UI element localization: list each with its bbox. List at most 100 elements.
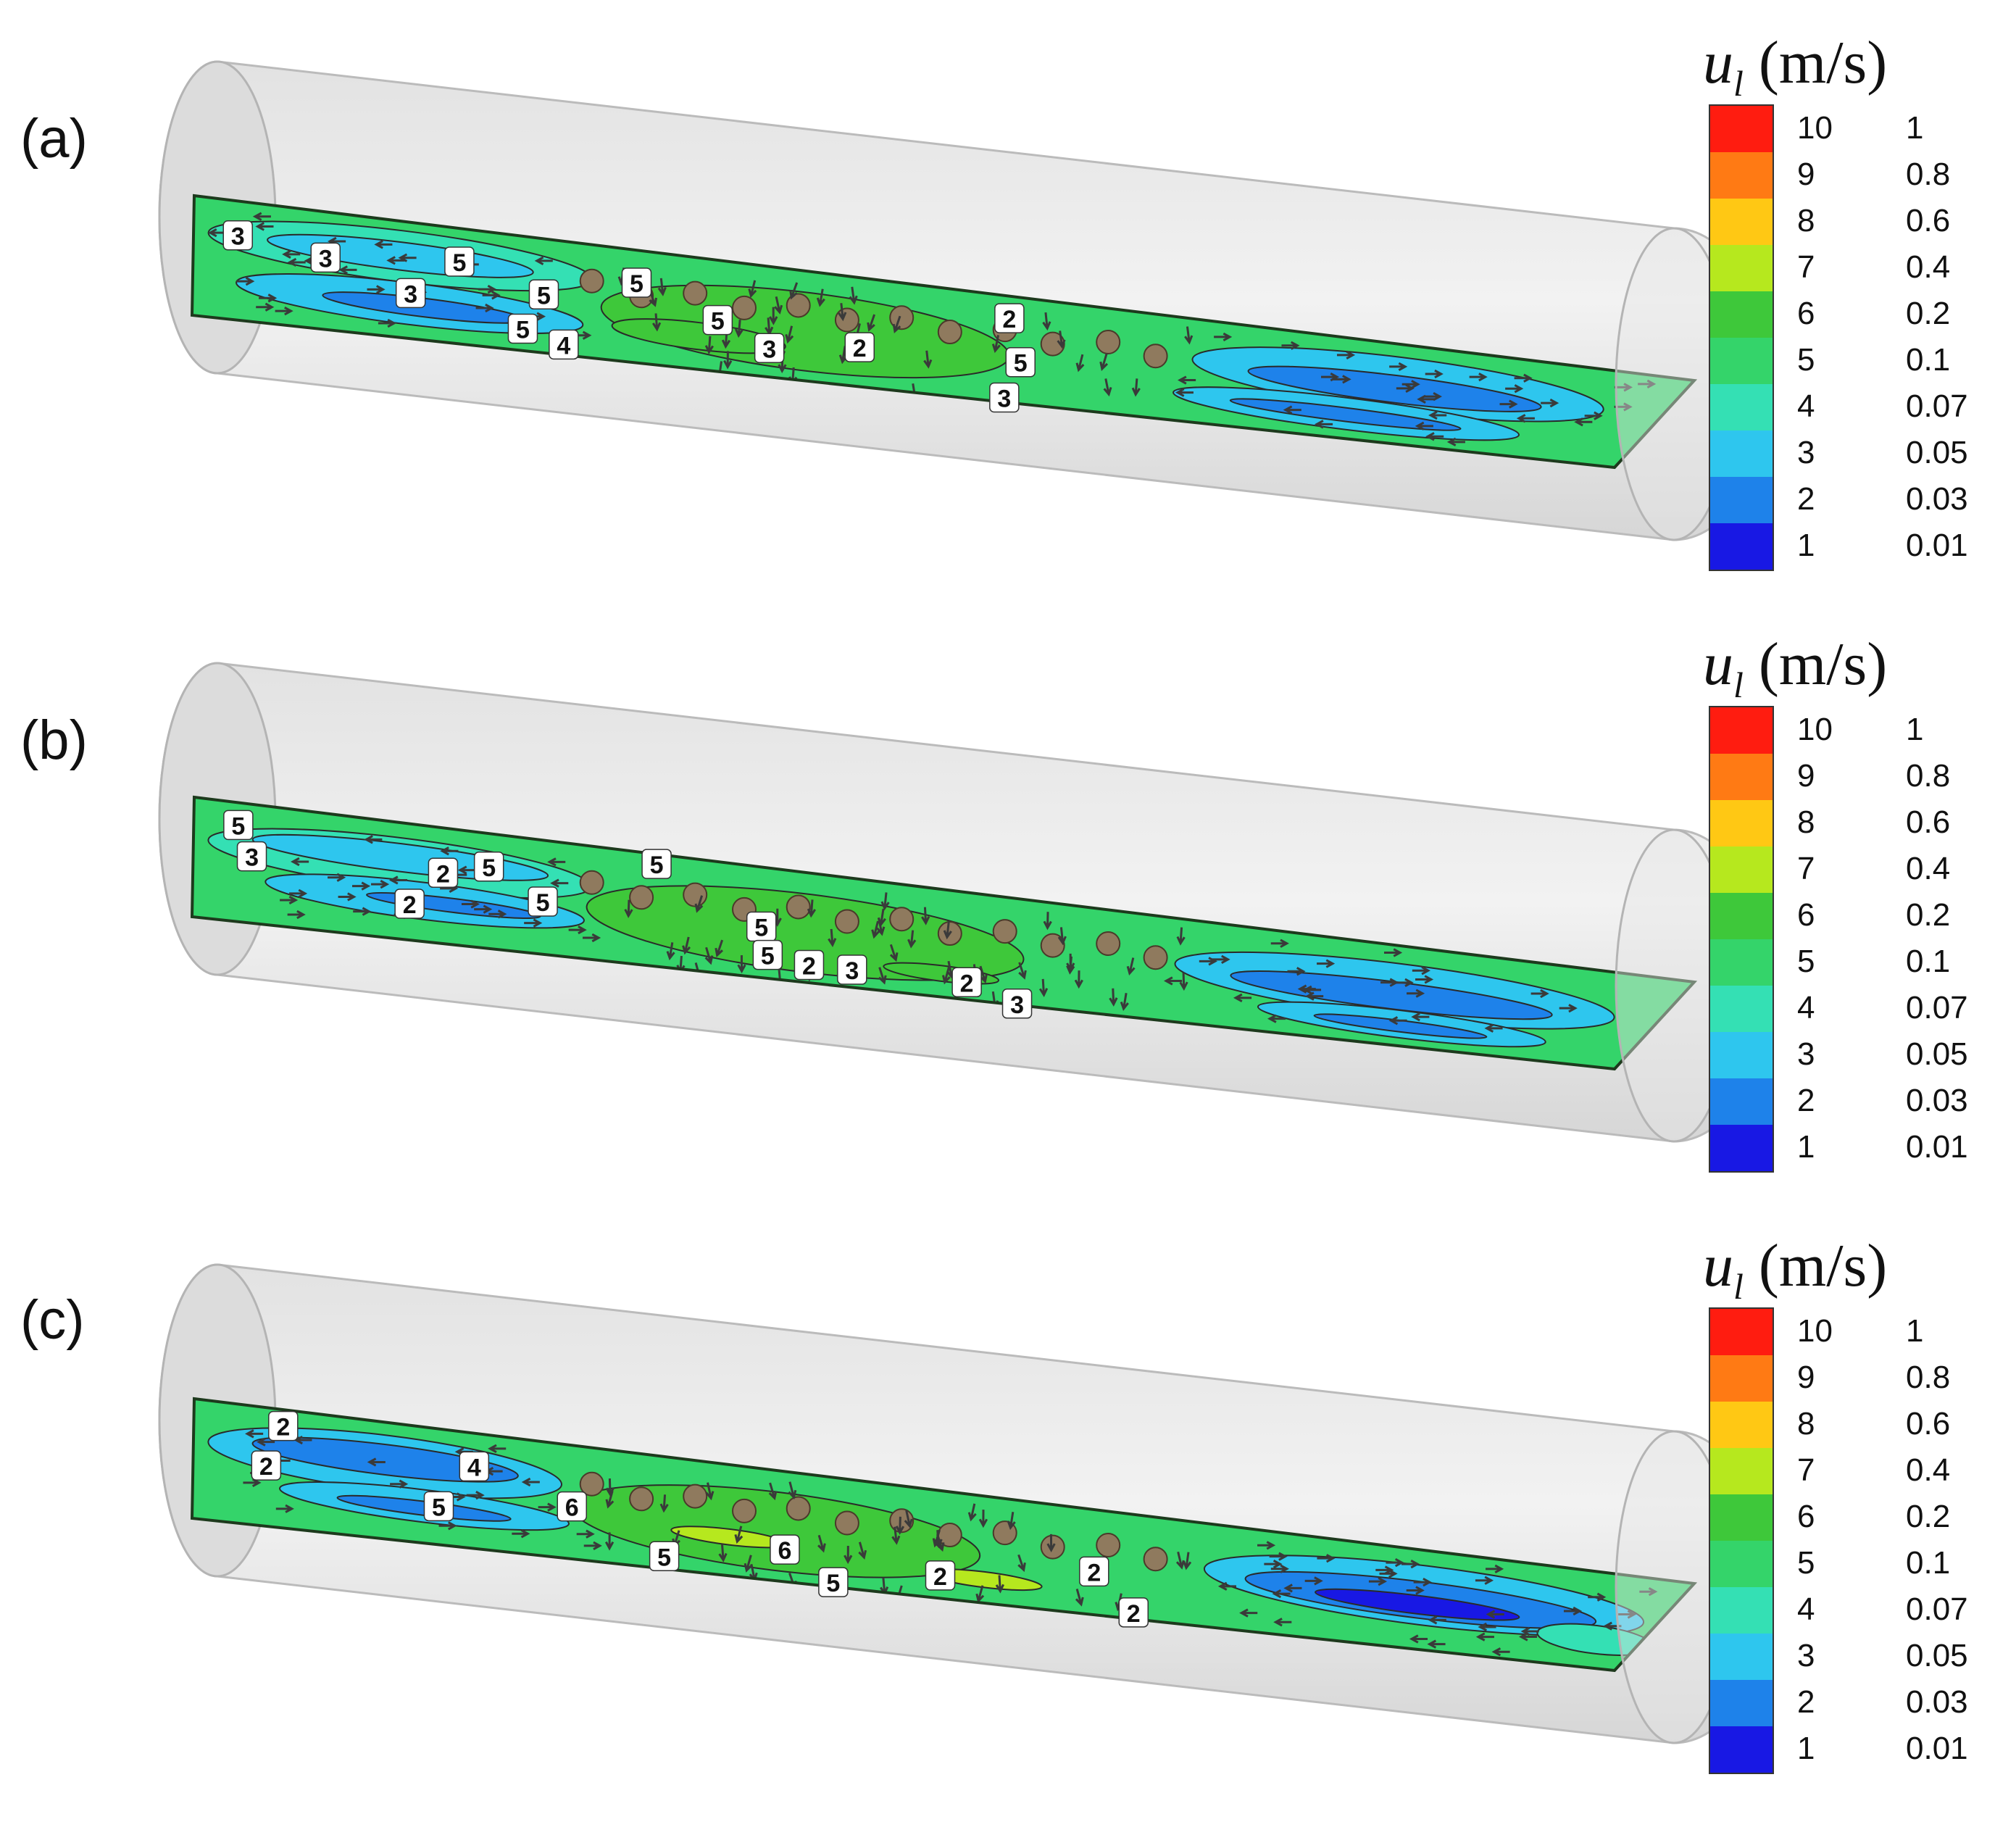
colorbar-swatch xyxy=(1710,1309,1773,1355)
contour-label: 5 xyxy=(482,854,496,882)
colorbar-swatch xyxy=(1710,477,1773,523)
colorbar-title: ul (m/s) xyxy=(1703,1231,1887,1307)
contour-label-box xyxy=(528,279,559,310)
particle-cluster xyxy=(1143,945,1168,970)
colorbar-value-label: 0.2 xyxy=(1906,1499,1951,1534)
contour-label-box xyxy=(251,1450,282,1481)
colorbar-swatch xyxy=(1710,245,1773,291)
velocity-arrow xyxy=(1178,375,1196,385)
particle-cluster xyxy=(786,1496,811,1521)
contour-label: 2 xyxy=(960,970,974,997)
velocity-arrow xyxy=(1411,1012,1430,1022)
colorbar-swatch xyxy=(1710,199,1773,245)
plate-outline xyxy=(190,194,1698,470)
velocity-arrow xyxy=(538,1502,557,1512)
velocity-arrow xyxy=(849,286,858,305)
velocity-arrow xyxy=(682,936,691,955)
velocity-arrow xyxy=(858,1541,867,1560)
colorbar-subscript: l xyxy=(1733,63,1744,104)
colorbar-swatch xyxy=(1710,754,1773,800)
contour-label-box xyxy=(1118,1597,1149,1628)
velocity-arrow xyxy=(828,928,837,947)
particle-cluster xyxy=(1096,329,1121,354)
velocity-arrow xyxy=(1212,954,1230,965)
velocity-arrow xyxy=(941,966,951,985)
contour-label: 5 xyxy=(1014,350,1028,378)
colorbar-level-label: 7 xyxy=(1797,851,1815,886)
plate-outline xyxy=(190,795,1698,1071)
colorbar-unit: (m/s) xyxy=(1758,631,1888,698)
contour-label-box xyxy=(1079,1556,1109,1587)
velocity-arrow xyxy=(1415,975,1434,984)
contour-label: 4 xyxy=(557,332,570,359)
velocity-arrow xyxy=(1588,1592,1607,1602)
colorbar-level-label: 6 xyxy=(1797,1499,1815,1534)
contour-label: 2 xyxy=(436,860,450,888)
colorbar-value-label: 1 xyxy=(1906,712,1924,747)
contour-label: 5 xyxy=(754,915,768,942)
contour-label-box xyxy=(818,1567,849,1597)
particle-cluster xyxy=(683,1484,708,1509)
plate-outline xyxy=(190,1397,1698,1673)
contour-label-box xyxy=(507,313,538,344)
velocity-arrow xyxy=(1273,1618,1292,1627)
colorbar-swatch xyxy=(1710,430,1773,477)
colorbar-level-label: 5 xyxy=(1797,944,1815,979)
velocity-arrow xyxy=(1109,988,1118,1007)
contour-label-box xyxy=(557,1491,587,1522)
particle-cluster xyxy=(579,1471,604,1497)
colorbar-value-label: 0.2 xyxy=(1906,296,1951,331)
colorbar-swatch xyxy=(1710,1541,1773,1587)
velocity-arrow xyxy=(1283,405,1301,415)
contour-label-box xyxy=(1005,346,1036,378)
velocity-arrow xyxy=(1401,1560,1420,1569)
contour-label-box xyxy=(236,841,267,872)
velocity-arrow xyxy=(1270,1564,1289,1573)
particle-cluster xyxy=(786,894,811,920)
velocity-arrow xyxy=(243,1478,262,1488)
particle-cluster xyxy=(1143,344,1168,369)
colorbar-value-label: 1 xyxy=(1906,110,1924,146)
velocity-arrow xyxy=(604,1532,615,1551)
velocity-arrow xyxy=(816,288,825,307)
contour-label: 2 xyxy=(259,1453,273,1481)
velocity-arrow xyxy=(390,1479,409,1489)
contour-label-box xyxy=(752,939,783,970)
velocity-arrow xyxy=(386,256,405,265)
velocity-arrow xyxy=(1075,354,1085,373)
velocity-arrow xyxy=(457,865,476,875)
colorbar-value-label: 0.01 xyxy=(1906,528,1968,563)
velocity-arrow xyxy=(659,1494,669,1513)
colorbar-level-label: 10 xyxy=(1797,1313,1833,1349)
velocity-arrow xyxy=(768,1482,778,1501)
velocity-arrow xyxy=(371,880,390,889)
colorbar-level-label: 1 xyxy=(1797,1129,1815,1165)
contour-label: 4 xyxy=(467,1454,481,1481)
panel-label: (b) xyxy=(20,710,88,771)
velocity-arrow xyxy=(737,955,746,974)
colorbar-level-label: 7 xyxy=(1797,1452,1815,1488)
colorbar-swatch xyxy=(1710,1587,1773,1634)
velocity-arrow xyxy=(440,846,459,856)
colorbar-swatch xyxy=(1710,1680,1773,1726)
colorbar-level-label: 5 xyxy=(1797,342,1815,378)
contour-label-box xyxy=(754,333,785,363)
contour-label: 2 xyxy=(403,891,417,919)
particle-cluster xyxy=(629,1486,654,1512)
velocity-arrow xyxy=(287,910,306,920)
velocity-arrow xyxy=(838,303,847,322)
contour-label-box xyxy=(268,1410,299,1441)
velocity-arrow xyxy=(1103,378,1112,397)
velocity-arrow xyxy=(1281,341,1300,350)
velocity-arrow xyxy=(1057,330,1066,349)
velocity-arrow xyxy=(367,1457,386,1467)
velocity-arrow xyxy=(1214,332,1233,342)
colorbar-value-label: 0.1 xyxy=(1906,1545,1951,1581)
contour-label: 6 xyxy=(778,1537,791,1565)
velocity-arrow xyxy=(1389,362,1408,372)
contour-label: 3 xyxy=(1010,991,1024,1019)
colorbar-unit: (m/s) xyxy=(1758,29,1888,96)
colorbar-level-label: 3 xyxy=(1797,1638,1815,1673)
contour-label: 5 xyxy=(231,812,245,840)
